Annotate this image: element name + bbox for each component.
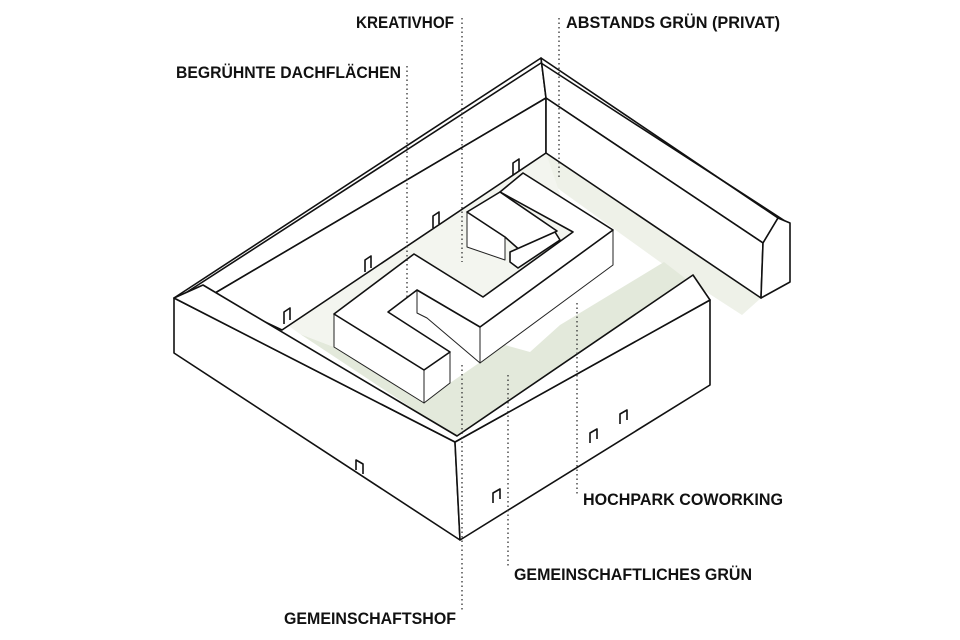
step-block [509, 231, 561, 269]
label-begruehnte-dachflaechen: BEGRÜHNTE DACHFLÄCHEN [176, 63, 401, 82]
wall-notches [283, 158, 520, 324]
back-building [173, 57, 791, 331]
front-notches [355, 409, 628, 503]
label-abstands-gruen: ABSTANDS GRÜN (PRIVAT) [566, 13, 780, 32]
abstands-gruen-area [528, 153, 761, 315]
roof-double-line [183, 62, 786, 295]
front-roof [173, 274, 711, 443]
gemeinschaftliches-gruen-area [300, 262, 690, 438]
label-kreativhof: KREATIVHOF [356, 13, 454, 32]
central-roof [333, 172, 614, 371]
back-right-wing-end-face [760, 217, 791, 299]
label-gemeinschaftliches-gruen: GEMEINSCHAFTLICHES GRÜN [514, 565, 752, 584]
central-building [333, 172, 614, 404]
front-building [173, 274, 711, 541]
label-hochpark-coworking: HOCHPARK COWORKING [583, 490, 783, 509]
label-gemeinschaftshof: GEMEINSCHAFTSHOF [284, 609, 456, 628]
